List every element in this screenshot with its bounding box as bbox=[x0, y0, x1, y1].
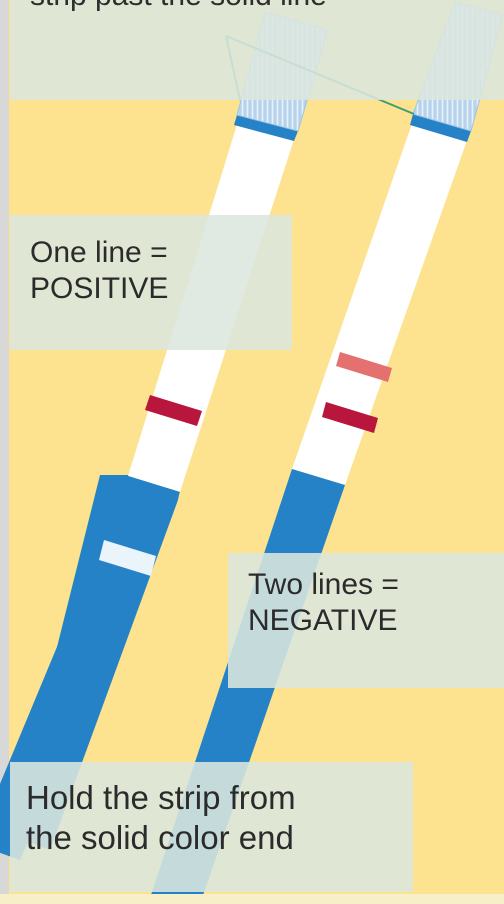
negative-strip-body bbox=[292, 115, 470, 485]
top-instruction-box: strip past the solid line bbox=[10, 0, 504, 100]
positive-label-line2: POSITIVE bbox=[30, 271, 168, 307]
top-instruction-text: strip past the solid line bbox=[30, 0, 327, 14]
positive-label-box: One line = POSITIVE bbox=[10, 215, 292, 350]
hold-instruction-box: Hold the strip from the solid color end bbox=[10, 762, 413, 892]
hold-label-line2: the solid color end bbox=[26, 818, 296, 858]
negative-label-line1: Two lines = bbox=[248, 567, 399, 603]
hold-label-line1: Hold the strip from bbox=[26, 778, 296, 818]
negative-label-line2: NEGATIVE bbox=[248, 603, 399, 639]
positive-label-line1: One line = bbox=[30, 235, 168, 271]
bottom-border bbox=[0, 894, 504, 904]
negative-label-box: Two lines = NEGATIVE bbox=[228, 553, 504, 688]
positive-test-strip bbox=[0, 12, 328, 860]
